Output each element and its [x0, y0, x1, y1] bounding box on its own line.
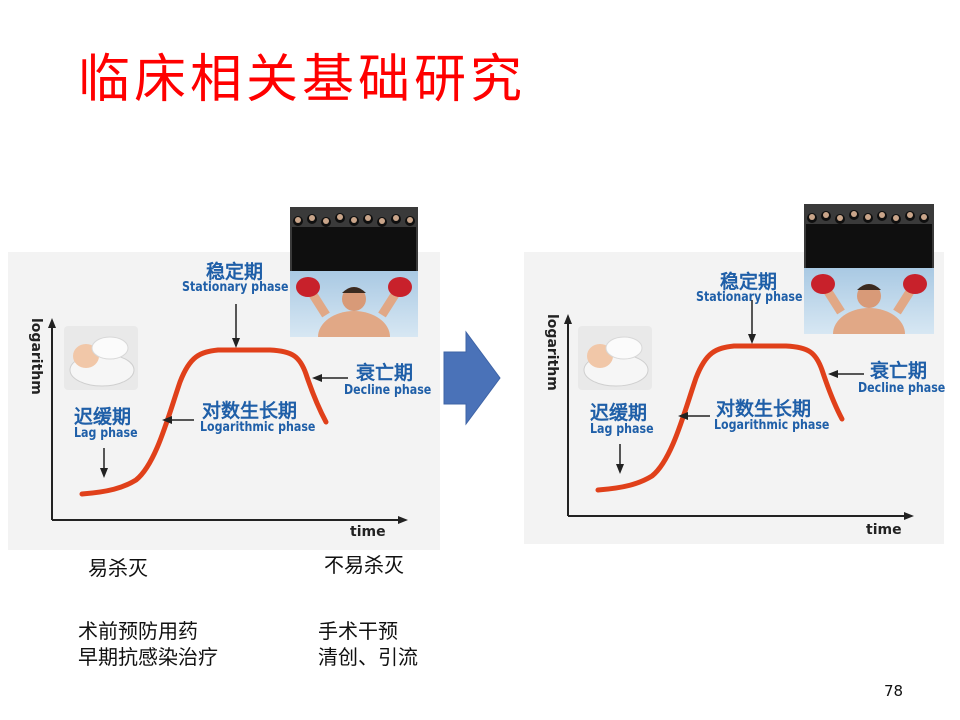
boxer-photo-left	[290, 271, 418, 337]
growth-curve	[595, 343, 845, 493]
log-label-cn: 对数生长期	[716, 398, 812, 420]
decline-label-en: Decline phase	[344, 383, 432, 398]
stationary-label-cn: 稳定期	[720, 271, 778, 293]
lag-label-en: Lag phase	[590, 422, 654, 437]
growth-curve-graph	[48, 304, 408, 524]
growth-curve-graph	[564, 300, 914, 520]
left-measure-item: 早期抗感染治疗	[78, 645, 218, 669]
log-label-cn: 对数生长期	[202, 400, 298, 422]
x-axis-label: time	[866, 522, 902, 538]
stationary-label-en: Stationary phase	[182, 280, 289, 295]
y-axis-label: logarithm	[28, 318, 44, 395]
x-axis-arrowhead	[398, 516, 408, 524]
lag-label-en: Lag phase	[74, 426, 138, 441]
left-measure-item: 术前预防用药	[78, 619, 198, 643]
x-axis-arrowhead	[904, 512, 914, 520]
growth-curve	[79, 347, 329, 497]
lag-label-cn: 迟缓期	[590, 402, 648, 424]
crowd-photo-left	[290, 207, 418, 271]
y-axis-arrowhead	[48, 318, 56, 328]
left-kill-note: 易杀灭	[88, 556, 148, 580]
slide-title: 临床相关基础研究	[78, 50, 527, 110]
lag-label-cn: 迟缓期	[74, 406, 132, 428]
transition-arrow	[443, 330, 501, 426]
crowd-photo-right	[804, 204, 934, 268]
sleeping-baby-photo	[578, 326, 652, 390]
y-axis-label: logarithm	[544, 314, 560, 391]
left-measures: 术前预防用药 早期抗感染治疗	[78, 618, 218, 670]
right-measures: 手术干预 清创、引流	[318, 618, 418, 670]
boxer-photo-right	[804, 268, 934, 334]
right-measure-item: 清创、引流	[318, 645, 418, 669]
x-axis-label: time	[350, 524, 386, 540]
log-label-en: Logarithmic phase	[714, 418, 830, 433]
right-measure-item: 手术干预	[318, 619, 398, 643]
stationary-label-en: Stationary phase	[696, 290, 803, 305]
y-axis-arrowhead	[564, 314, 572, 324]
page-number: 78	[884, 682, 904, 700]
log-label-en: Logarithmic phase	[200, 420, 316, 435]
right-kill-note: 不易杀灭	[324, 553, 404, 577]
stationary-label-cn: 稳定期	[206, 261, 264, 283]
decline-label-cn: 衰亡期	[870, 360, 928, 382]
decline-label-en: Decline phase	[858, 381, 946, 396]
decline-label-cn: 衰亡期	[356, 362, 414, 384]
sleeping-baby-photo	[64, 326, 138, 390]
